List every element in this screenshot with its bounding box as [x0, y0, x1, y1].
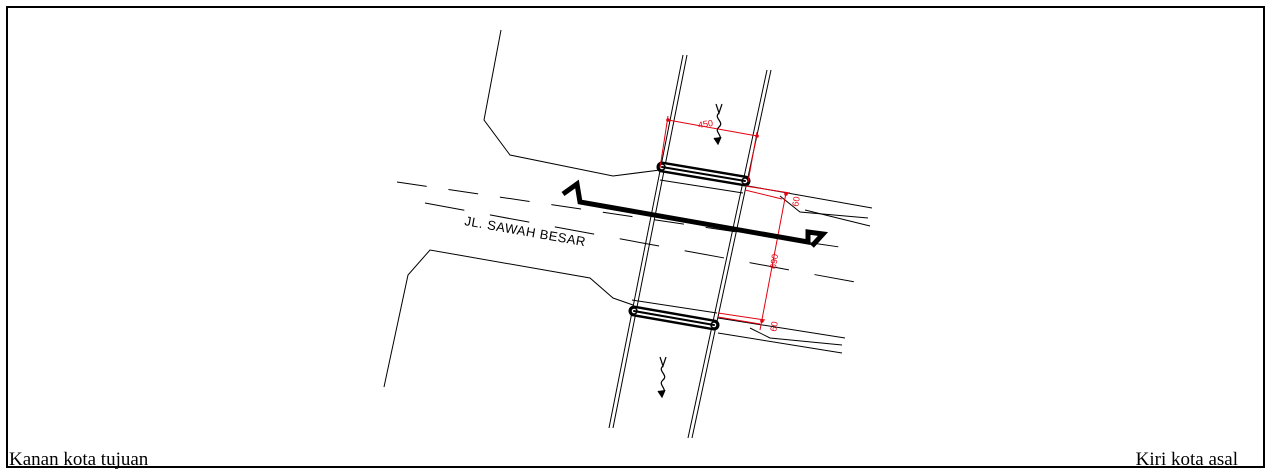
kerb-lower-left [383, 249, 634, 388]
channel-cross-bottom [631, 299, 718, 314]
drawing-frame [6, 6, 1265, 468]
dimension-bottom-offset: 60 [768, 321, 780, 333]
street-name-label: JL. SAWAH BESAR [463, 213, 587, 249]
channel-left-inner [612, 54, 688, 429]
channel-right-outer [687, 69, 768, 439]
centreline-lower [424, 202, 856, 283]
channel-right-inner [691, 69, 772, 439]
kerb-upper-left [483, 29, 661, 177]
channel-cross-top [659, 179, 744, 194]
kerb-upper-right-c [804, 209, 871, 227]
kerb-upper-right-b [779, 195, 869, 219]
u-turn-arrow-icon [561, 179, 829, 248]
water-flow-arrow-icon [713, 103, 723, 146]
bridge-bar-top [656, 161, 751, 187]
dimension-top-width: 450 [697, 118, 714, 130]
kerb-lower-right-c [717, 332, 843, 354]
road-centrelines [396, 181, 861, 283]
bridge-bars [628, 161, 751, 331]
dimension-top-offset: 60 [790, 196, 802, 208]
caption-left: Kanan kota tujuan [9, 449, 149, 470]
bridge-bar-bottom [628, 305, 720, 331]
kerb-lower-right-a [717, 317, 846, 339]
dimension-span: 690 [768, 253, 780, 270]
channel-lines [608, 54, 772, 439]
caption-right: Kiri kota asal [1135, 449, 1238, 470]
kerb-outlines [383, 29, 873, 388]
kerb-lower-right-b [749, 327, 843, 346]
water-flow-arrow-icon [657, 356, 667, 399]
dimension-lines [659, 115, 791, 331]
channel-left-outer [608, 54, 684, 429]
